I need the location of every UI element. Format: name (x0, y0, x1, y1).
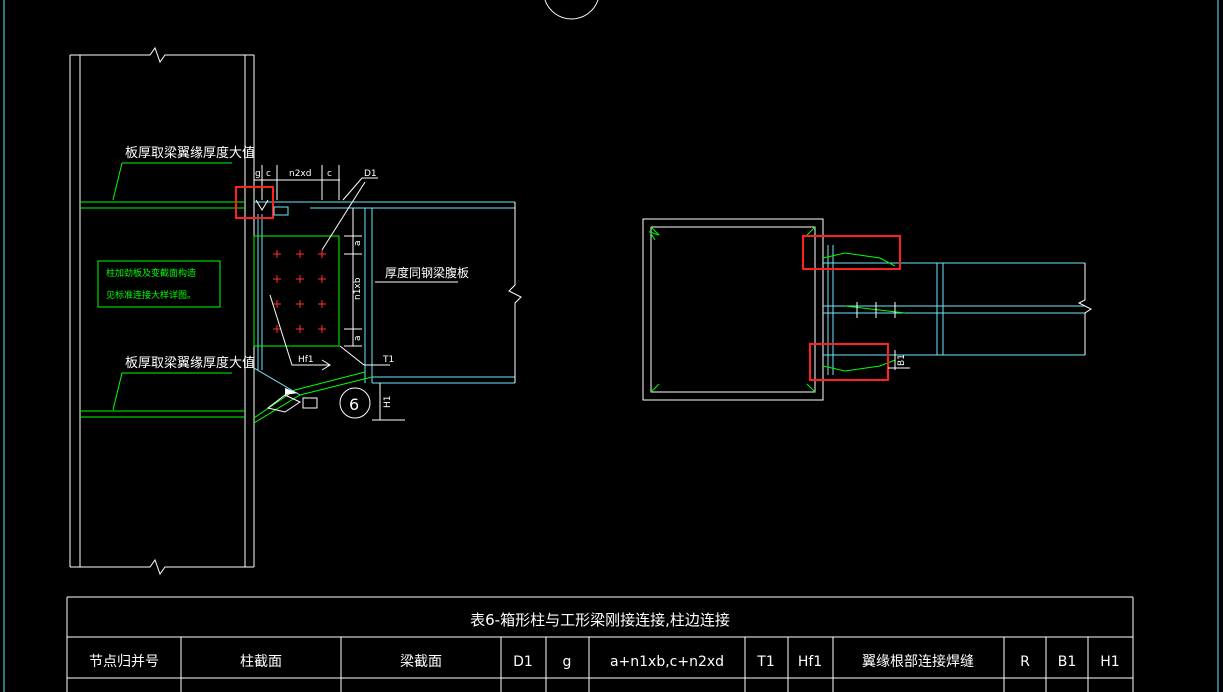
bolt-marker (318, 325, 326, 333)
table-header-cell: T1 (756, 654, 774, 670)
h1-dimension (372, 383, 405, 421)
bolt-marker (318, 275, 326, 283)
bolt-marker (296, 300, 304, 308)
table-header-cell: R (1020, 654, 1030, 670)
dim-n1xb: n1xb (353, 277, 363, 300)
dim-a-bottom: a (353, 335, 363, 341)
table-header-cell: 梁截面 (400, 654, 442, 670)
bolt-marker (273, 275, 281, 283)
beam-plan (823, 245, 1092, 375)
boxed-note-line2: 见标准连接大样详图。 (106, 289, 196, 301)
d1-leader (321, 181, 366, 251)
boxed-note-frame (97, 260, 221, 308)
t1-leader (339, 345, 390, 366)
label-t1: T1 (382, 355, 394, 365)
bolt-marker (318, 300, 326, 308)
plate-note-top: 板厚取梁翼缘厚度大值 (125, 145, 255, 161)
vertical-dimension-chain (344, 208, 362, 347)
boxed-note-line1: 柱加劲板及变截面构造 (106, 267, 196, 279)
dim-d1: D1 (364, 169, 377, 179)
table-header-cell: a+n1xb,c+n2xd (610, 654, 724, 670)
plate-note-bottom: 板厚取梁翼缘厚度大值 (125, 355, 255, 371)
dim-c2: c (327, 169, 332, 179)
top-detail-circle-arc (544, 0, 599, 20)
column-plan (642, 218, 824, 401)
highlight-box-right-top (802, 235, 901, 270)
label-hf1: Hf1 (298, 355, 314, 365)
bolt-marker (296, 325, 304, 333)
table-header-cell: 柱截面 (240, 654, 282, 670)
table-header-cell: D1 (513, 654, 533, 670)
label-h1: H1 (383, 396, 393, 409)
dim-g: g (255, 169, 261, 179)
highlight-box-left (235, 186, 274, 219)
bolt-group (273, 250, 326, 333)
highlight-box-right-bottom (809, 343, 889, 381)
dim-c1: c (266, 169, 271, 179)
column-elevation (69, 46, 255, 576)
shear-plate (253, 235, 340, 347)
weld-flag-icon (285, 388, 298, 395)
weld-detail-left (255, 199, 269, 211)
web-plate-note: 厚度同钢梁腹板 (385, 265, 469, 280)
plate-note-leaders (112, 162, 232, 411)
weld-tag-left (273, 206, 289, 216)
detail-callout-number: 6 (349, 395, 359, 414)
detail-callout-circle (339, 387, 371, 419)
dim-a-top: a (353, 240, 363, 246)
b1-dimension (888, 350, 910, 370)
bolt-marker (296, 275, 304, 283)
bolt-marker (273, 325, 281, 333)
bolt-marker (273, 250, 281, 258)
table-header-cell: g (563, 654, 572, 670)
table-header-cell: H1 (1100, 654, 1119, 670)
table-header-cell: Hf1 (798, 654, 822, 670)
flange-tapers (822, 252, 906, 372)
dim-n2xd: n2xd (289, 169, 311, 179)
bolt-marker (318, 250, 326, 258)
table-title: 表6-箱形柱与工形梁刚接连接,柱边连接 (470, 611, 730, 629)
hf1-leader (269, 294, 330, 366)
hf1-arrow-icon (321, 359, 331, 371)
beam-elevation (253, 201, 522, 424)
bolt-marker (273, 300, 281, 308)
table-header-row: 节点归并号 柱截面 梁截面 D1 g a+n1xb,c+n2xd T1 Hf1 … (89, 653, 1120, 670)
stud-ticks (856, 302, 896, 318)
connection-table (66, 596, 1134, 692)
table-header-cell: 节点归并号 (89, 653, 159, 670)
table-header-cell: 翼缘根部连接焊缝 (862, 653, 974, 670)
bolt-marker (296, 250, 304, 258)
top-dimension-chain (253, 165, 378, 201)
table-header-cell: B1 (1058, 654, 1077, 670)
label-b1: B1 (897, 354, 907, 366)
